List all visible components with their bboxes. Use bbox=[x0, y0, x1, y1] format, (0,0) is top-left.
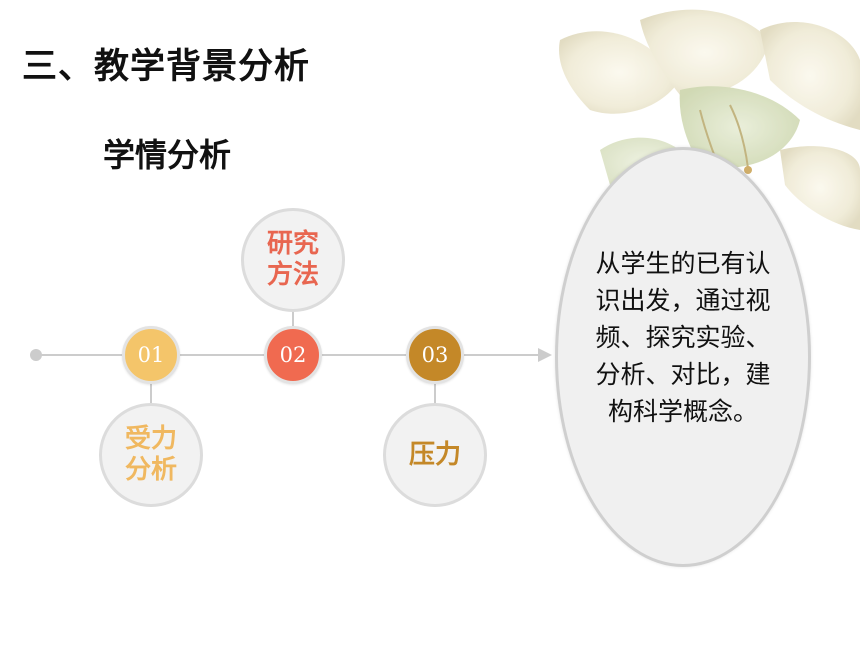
step-label-03: 压力 bbox=[408, 439, 461, 470]
timeline-start-dot bbox=[30, 349, 42, 361]
page-title: 三、教学背景分析 bbox=[22, 47, 311, 87]
step-node-02: 02 bbox=[264, 326, 322, 384]
section-subtitle: 学情分析 bbox=[103, 136, 232, 174]
step-bubble-03: 压力 bbox=[383, 403, 487, 507]
step-number-03: 03 bbox=[421, 343, 449, 367]
step-node-03: 03 bbox=[406, 326, 464, 384]
step-label-01: 受力分析 bbox=[124, 424, 177, 485]
step-node-01: 01 bbox=[122, 326, 180, 384]
step-number-01: 01 bbox=[137, 343, 165, 367]
summary-text: 从学生的已有认识出发，通过视频、探究实验、分析、对比，建构科学概念。 bbox=[595, 248, 771, 426]
step-bubble-01: 受力分析 bbox=[99, 403, 203, 507]
step-number-02: 02 bbox=[279, 343, 307, 367]
timeline-arrow-icon bbox=[538, 348, 552, 362]
step-bubble-02: 研究方法 bbox=[241, 208, 345, 312]
step-label-02: 研究方法 bbox=[266, 229, 319, 290]
summary-callout: 从学生的已有认识出发，通过视频、探究实验、分析、对比，建构科学概念。 bbox=[555, 147, 811, 567]
